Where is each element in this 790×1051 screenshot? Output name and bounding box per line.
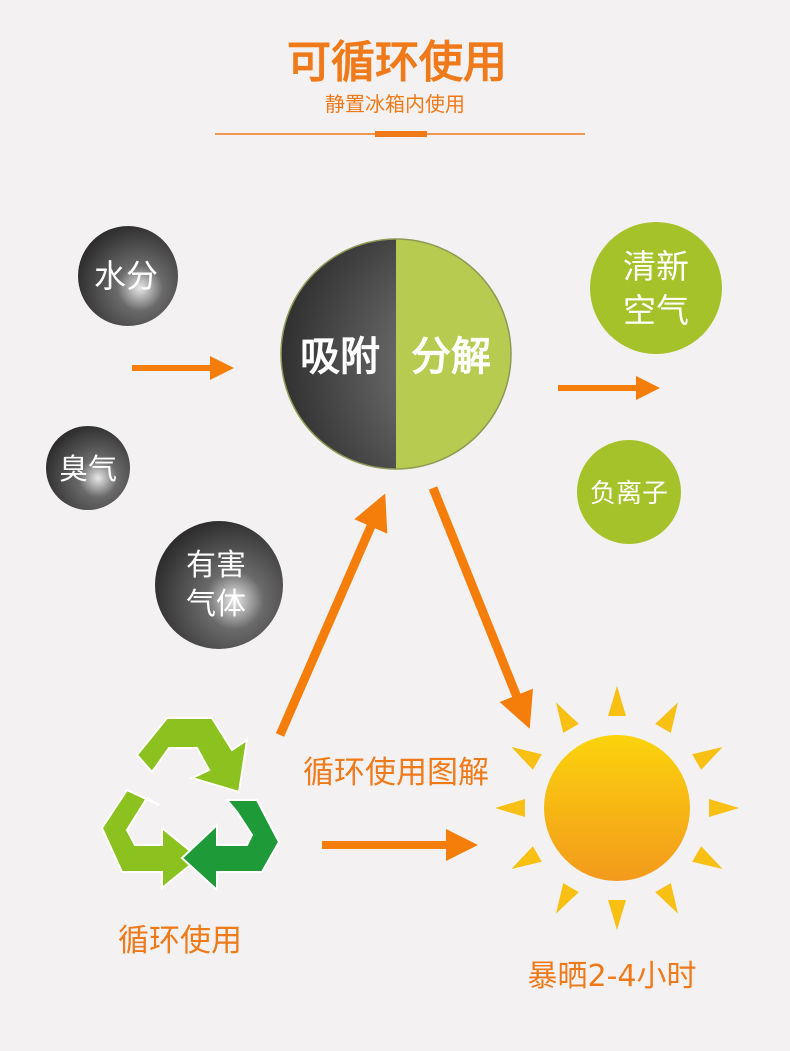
input-label-water: 水分 xyxy=(94,257,158,295)
recycle-label: 循环使用 xyxy=(118,923,242,959)
center-sphere: 吸附 分解 xyxy=(280,238,512,470)
page-title: 可循环使用 xyxy=(287,37,507,88)
input-bubble-water: 水分 xyxy=(78,226,178,326)
sun-icon xyxy=(495,686,739,930)
arrow-recycle-to-center xyxy=(275,493,388,737)
output-label-fresh-air-2: 空气 xyxy=(623,291,689,330)
page-subtitle: 静置冰箱内使用 xyxy=(325,92,465,116)
recycle-icon xyxy=(100,717,281,893)
output-bubble-fresh-air: 清新 空气 xyxy=(590,222,722,354)
center-label-decompose: 分解 xyxy=(411,334,491,380)
input-label-harmful-gas-1: 有害 xyxy=(186,548,246,583)
sun-label: 暴晒2-4小时 xyxy=(528,959,697,994)
output-label-negative-ions: 负离子 xyxy=(590,479,668,509)
output-bubble-negative-ions: 负离子 xyxy=(577,440,681,544)
cycle-diagram-label: 循环使用图解 xyxy=(303,755,489,791)
input-bubble-odor: 臭气 xyxy=(46,426,130,510)
input-label-harmful-gas-2: 气体 xyxy=(186,587,246,622)
input-label-odor: 臭气 xyxy=(59,452,117,486)
input-bubble-harmful-gas: 有害 气体 xyxy=(155,521,283,649)
arrow-center-to-sun xyxy=(428,486,533,729)
header-divider-accent xyxy=(375,131,427,137)
center-label-adsorb: 吸附 xyxy=(300,334,380,380)
output-label-fresh-air-1: 清新 xyxy=(623,247,689,286)
